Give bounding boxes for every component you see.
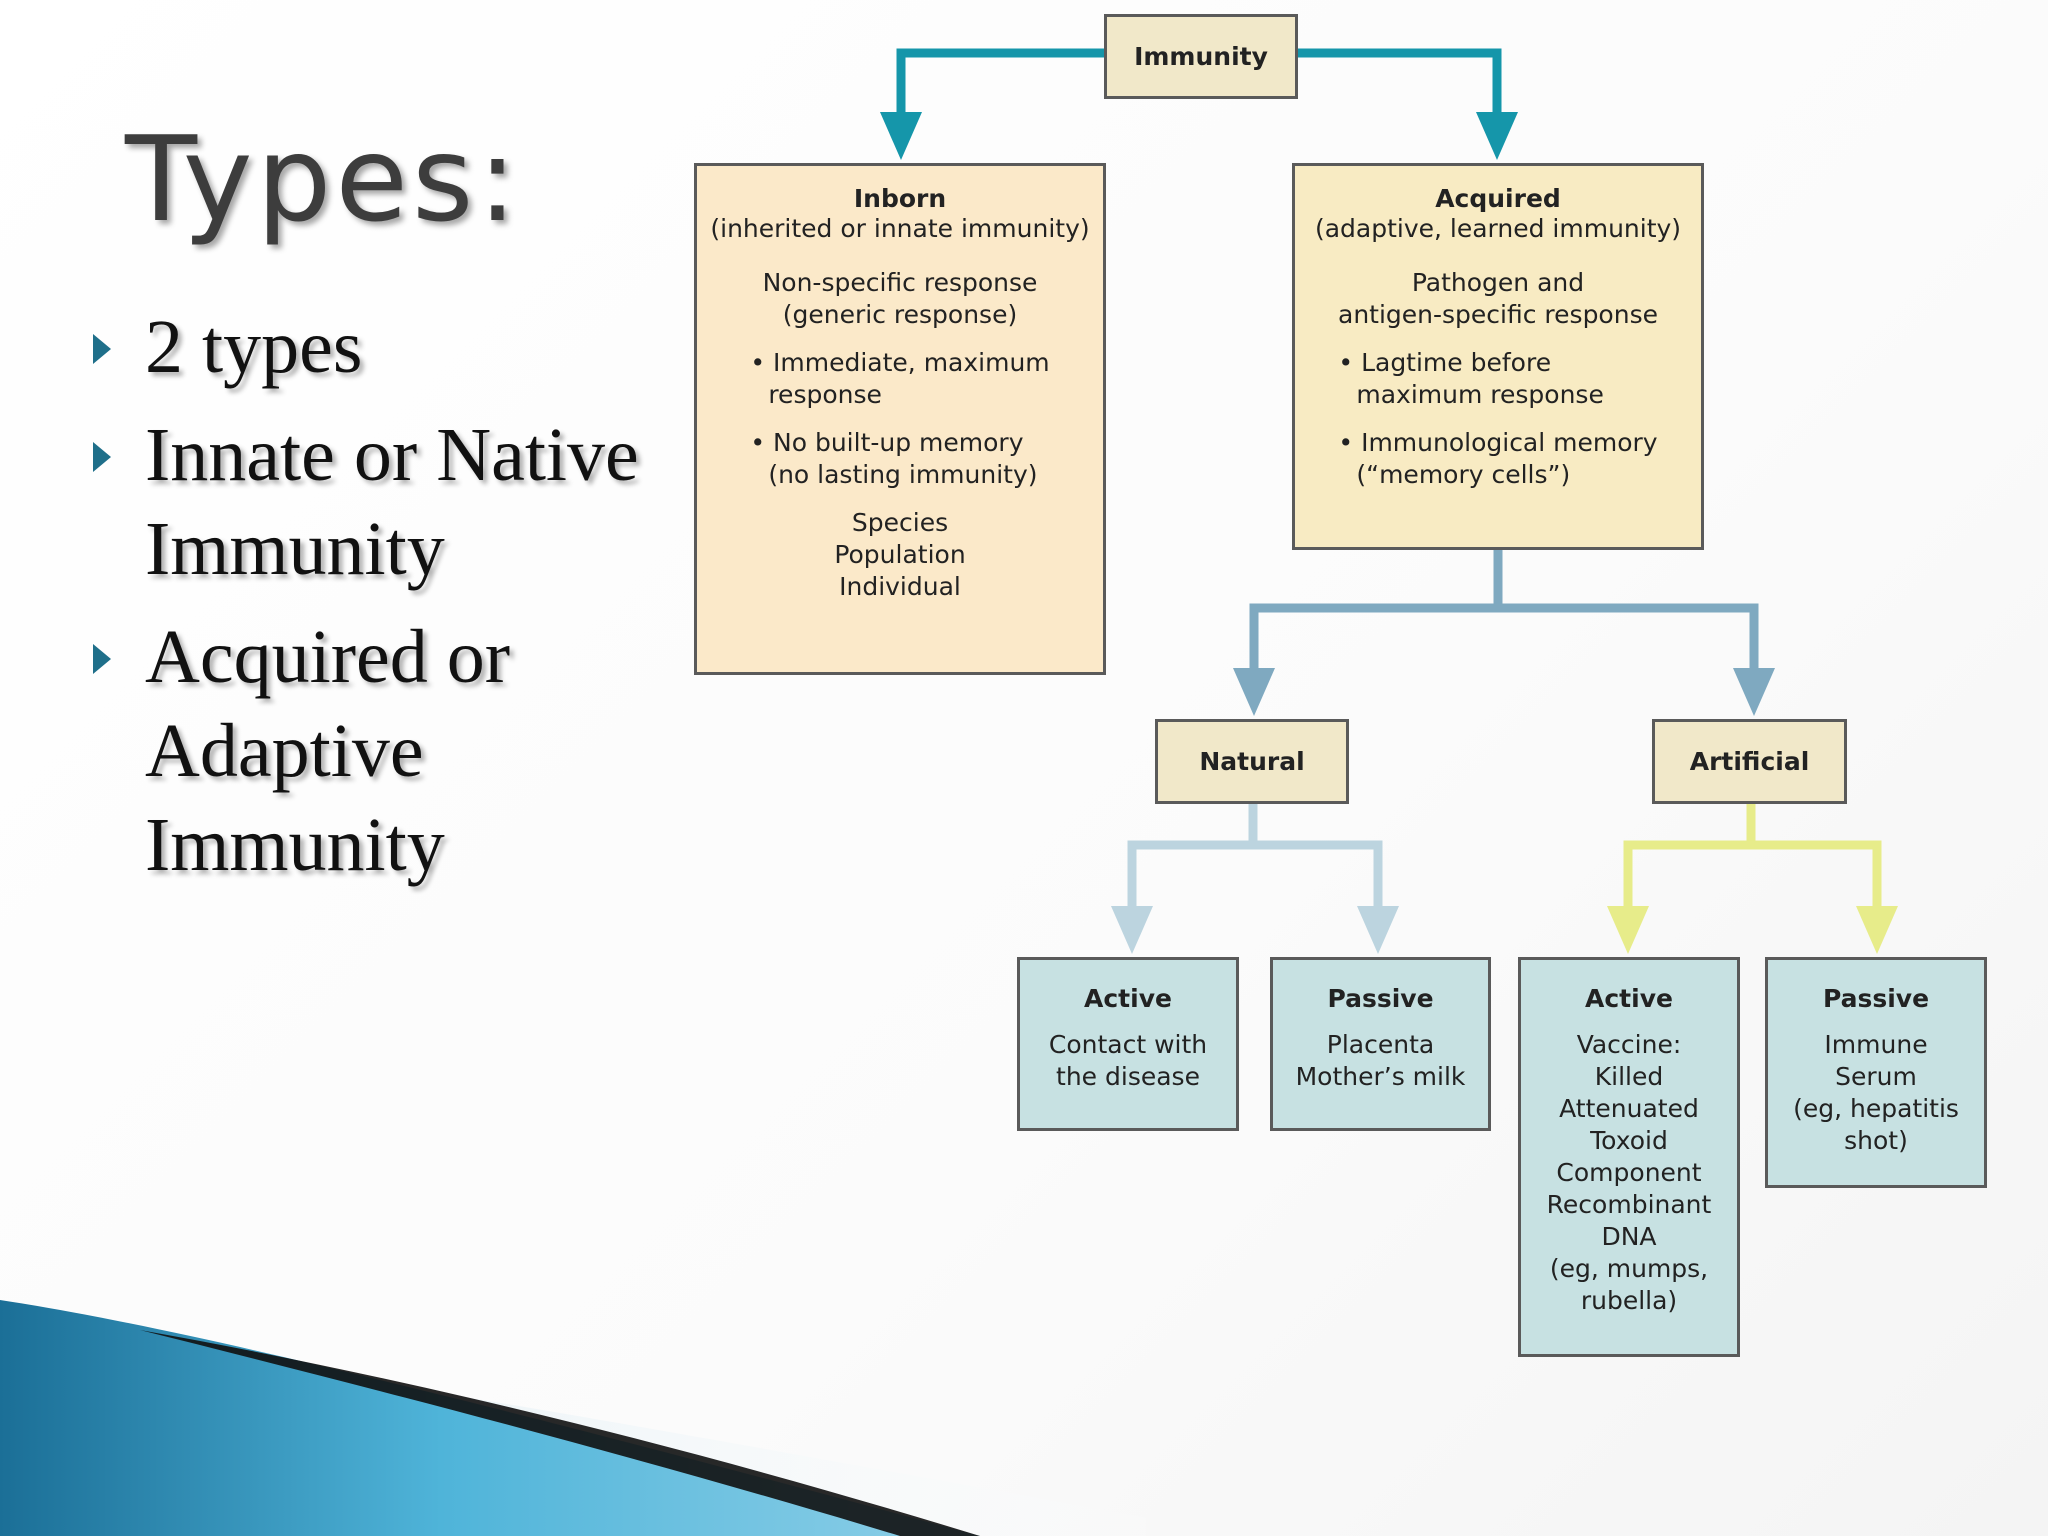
artificial-active-line: Recombinant (1546, 1190, 1712, 1219)
acquired-response-line: Pathogen and (1411, 268, 1585, 297)
natural-active-box: Active Contact with the disease (1017, 957, 1239, 1131)
artificial-active-line: Killed (1594, 1062, 1664, 1091)
arrow-natural-passive (1357, 906, 1399, 954)
arrow-acquired (1476, 112, 1518, 160)
acquired-response-line: antigen-specific response (1338, 300, 1658, 329)
arrow-inborn (880, 112, 922, 160)
natural-passive-box: Passive Placenta Mother’s milk (1270, 957, 1491, 1131)
acquired-heading: Acquired (1435, 184, 1561, 213)
natural-passive-line: Placenta (1326, 1030, 1435, 1059)
bullet-item: 2 types (88, 300, 688, 394)
bullet-arrow-icon (93, 442, 111, 472)
bullet-list: 2 types Innate or Native Immunity Acquir… (88, 300, 688, 906)
artificial-passive-heading: Passive (1822, 984, 1930, 1013)
bullet-text: 2 types (145, 305, 363, 389)
immunity-label: Immunity (1134, 42, 1268, 71)
acquired-point: • Lagtime before (1338, 348, 1552, 377)
natural-passive-line: Mother’s milk (1295, 1062, 1466, 1091)
artificial-label: Artificial (1689, 747, 1810, 776)
inborn-subtitle: (inherited or innate immunity) (710, 214, 1090, 243)
artificial-active-line: Vaccine: (1576, 1030, 1682, 1059)
arrow-artificial-active (1607, 906, 1649, 954)
natural-active-line: Contact with (1048, 1030, 1208, 1059)
natural-label: Natural (1199, 747, 1305, 776)
natural-passive-heading: Passive (1327, 984, 1434, 1013)
artificial-passive-box: Passive Immune Serum (eg, hepatitis shot… (1765, 957, 1987, 1188)
bullet-arrow-icon (93, 334, 111, 364)
artificial-active-box: Active Vaccine: Killed Attenuated Toxoid… (1518, 957, 1740, 1357)
inborn-response-line: (generic response) (782, 300, 1018, 329)
artificial-passive-line: Immune (1824, 1030, 1928, 1059)
natural-box: Natural (1155, 719, 1349, 804)
natural-active-line: the disease (1056, 1062, 1200, 1091)
artificial-active-line: Attenuated (1559, 1094, 1699, 1123)
artificial-active-line: (eg, mumps, (1549, 1254, 1709, 1283)
artificial-passive-line: (eg, hepatitis (1793, 1094, 1959, 1123)
slide-title: Types: (125, 110, 522, 248)
inborn-level: Species (851, 508, 949, 537)
inborn-response-line: Non-specific response (762, 268, 1038, 297)
arrow-artificial (1733, 668, 1775, 716)
inborn-level: Population (834, 540, 966, 569)
artificial-active-heading: Active (1585, 984, 1673, 1013)
arrow-natural (1233, 668, 1275, 716)
inborn-point: (no lasting immunity) (768, 460, 1038, 489)
artificial-passive-line: Serum (1835, 1062, 1917, 1091)
arrow-artificial-passive (1856, 906, 1898, 954)
bullet-arrow-icon (93, 644, 111, 674)
inborn-level: Individual (839, 572, 961, 601)
acquired-subtitle: (adaptive, learned immunity) (1314, 214, 1682, 243)
inborn-point: • Immediate, maximum (750, 348, 1050, 377)
inborn-point: response (768, 380, 882, 409)
artificial-active-line: Toxoid (1590, 1126, 1668, 1155)
artificial-active-line: Component (1556, 1158, 1702, 1187)
arrow-natural-active (1111, 906, 1153, 954)
natural-active-heading: Active (1084, 984, 1172, 1013)
acquired-point: • Immunological memory (1338, 428, 1658, 457)
artificial-passive-line: shot) (1844, 1126, 1908, 1155)
acquired-point: maximum response (1356, 380, 1604, 409)
artificial-active-line: rubella) (1580, 1286, 1678, 1315)
bullet-item: Acquired or Adaptive Immunity (88, 610, 688, 892)
acquired-point: (“memory cells”) (1356, 460, 1571, 489)
bullet-text: Innate or Native Immunity (145, 413, 639, 591)
acquired-box: Acquired (adaptive, learned immunity) Pa… (1292, 163, 1704, 550)
inborn-point: • No built-up memory (750, 428, 1024, 457)
inborn-box: Inborn (inherited or innate immunity) No… (694, 163, 1106, 675)
bullet-item: Innate or Native Immunity (88, 408, 688, 596)
immunity-box: Immunity (1104, 14, 1298, 99)
inborn-heading: Inborn (853, 184, 947, 213)
artificial-box: Artificial (1652, 719, 1847, 804)
artificial-active-line: DNA (1601, 1222, 1657, 1251)
bullet-text: Acquired or Adaptive Immunity (145, 615, 511, 887)
